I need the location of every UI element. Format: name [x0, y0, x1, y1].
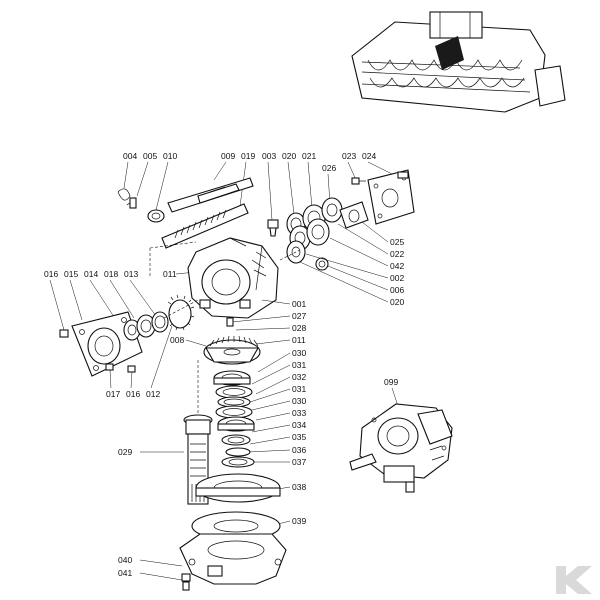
label-020-top: 020: [282, 151, 296, 161]
label-026: 026: [322, 163, 336, 173]
label-028: 028: [292, 323, 306, 333]
label-011-housing: 011: [163, 269, 177, 279]
label-099: 099: [384, 377, 398, 387]
label-003: 003: [262, 151, 276, 161]
label-030-bottom: 030: [292, 396, 306, 406]
bolt-017: [105, 363, 114, 371]
label-040: 040: [118, 555, 132, 565]
label-024: 024: [362, 151, 376, 161]
label-032: 032: [292, 372, 306, 382]
label-033: 033: [292, 408, 306, 418]
label-010: 010: [163, 151, 177, 161]
label-021: 021: [302, 151, 316, 161]
bolt-023: [351, 177, 366, 185]
label-008: 008: [170, 335, 184, 345]
output-shaft-019: [161, 203, 249, 249]
bevel-gear-011: [203, 335, 261, 365]
complete-gearbox-099: [349, 403, 453, 493]
label-009: 009: [221, 151, 235, 161]
k-logo-icon: [556, 566, 592, 594]
label-025: 025: [390, 237, 404, 247]
seal-housing-038: [195, 473, 281, 503]
label-016-bottom: 016: [126, 389, 140, 399]
label-041: 041: [118, 568, 132, 578]
label-012: 012: [146, 389, 160, 399]
label-023: 023: [342, 151, 356, 161]
label-031-top: 031: [292, 360, 306, 370]
label-027: 027: [292, 311, 306, 321]
cover-plate-024: [367, 169, 415, 225]
label-038: 038: [292, 482, 306, 492]
label-031-bottom: 031: [292, 384, 306, 394]
spacer-025: [339, 201, 369, 229]
bearing-042: [306, 218, 330, 246]
label-035: 035: [292, 432, 306, 442]
label-006: 006: [390, 285, 404, 295]
label-001: 001: [292, 299, 306, 309]
drain-plug-040: [181, 573, 191, 591]
label-022: 022: [390, 249, 404, 259]
label-039: 039: [292, 516, 306, 526]
washer-006: [315, 257, 329, 271]
label-034: 034: [292, 420, 306, 430]
label-002: 002: [390, 273, 404, 283]
gearbox-housing-011: [187, 237, 279, 319]
label-016-top: 016: [44, 269, 58, 279]
power-harrow-machine-icon: [351, 11, 566, 113]
label-030-top: 030: [292, 348, 306, 358]
bearing-018: [136, 314, 156, 338]
key-part: [129, 197, 137, 209]
label-036: 036: [292, 445, 306, 455]
bearing-033: [217, 416, 255, 432]
label-042: 042: [390, 261, 404, 271]
ring-013: [151, 311, 169, 333]
seal-026: [321, 197, 343, 223]
label-029: 029: [118, 447, 132, 457]
label-005: 005: [143, 151, 157, 161]
bottom-housing-039: [179, 511, 287, 585]
bearing-030: [213, 370, 251, 386]
pinion-gear-012: [167, 294, 195, 331]
label-019: 019: [241, 151, 255, 161]
label-020-bottom: 020: [390, 297, 404, 307]
label-017: 017: [106, 389, 120, 399]
input-shaft-009: [167, 177, 254, 213]
label-037: 037: [292, 457, 306, 467]
label-018: 018: [104, 269, 118, 279]
label-013: 013: [124, 269, 138, 279]
screw-027: [226, 317, 234, 327]
bolt-016: [59, 329, 69, 338]
label-015: 015: [64, 269, 78, 279]
breather-plug-003: [267, 219, 279, 237]
bolt-016b: [127, 365, 136, 373]
label-011-gear: 011: [292, 335, 306, 345]
label-014: 014: [84, 269, 98, 279]
label-004: 004: [123, 151, 137, 161]
